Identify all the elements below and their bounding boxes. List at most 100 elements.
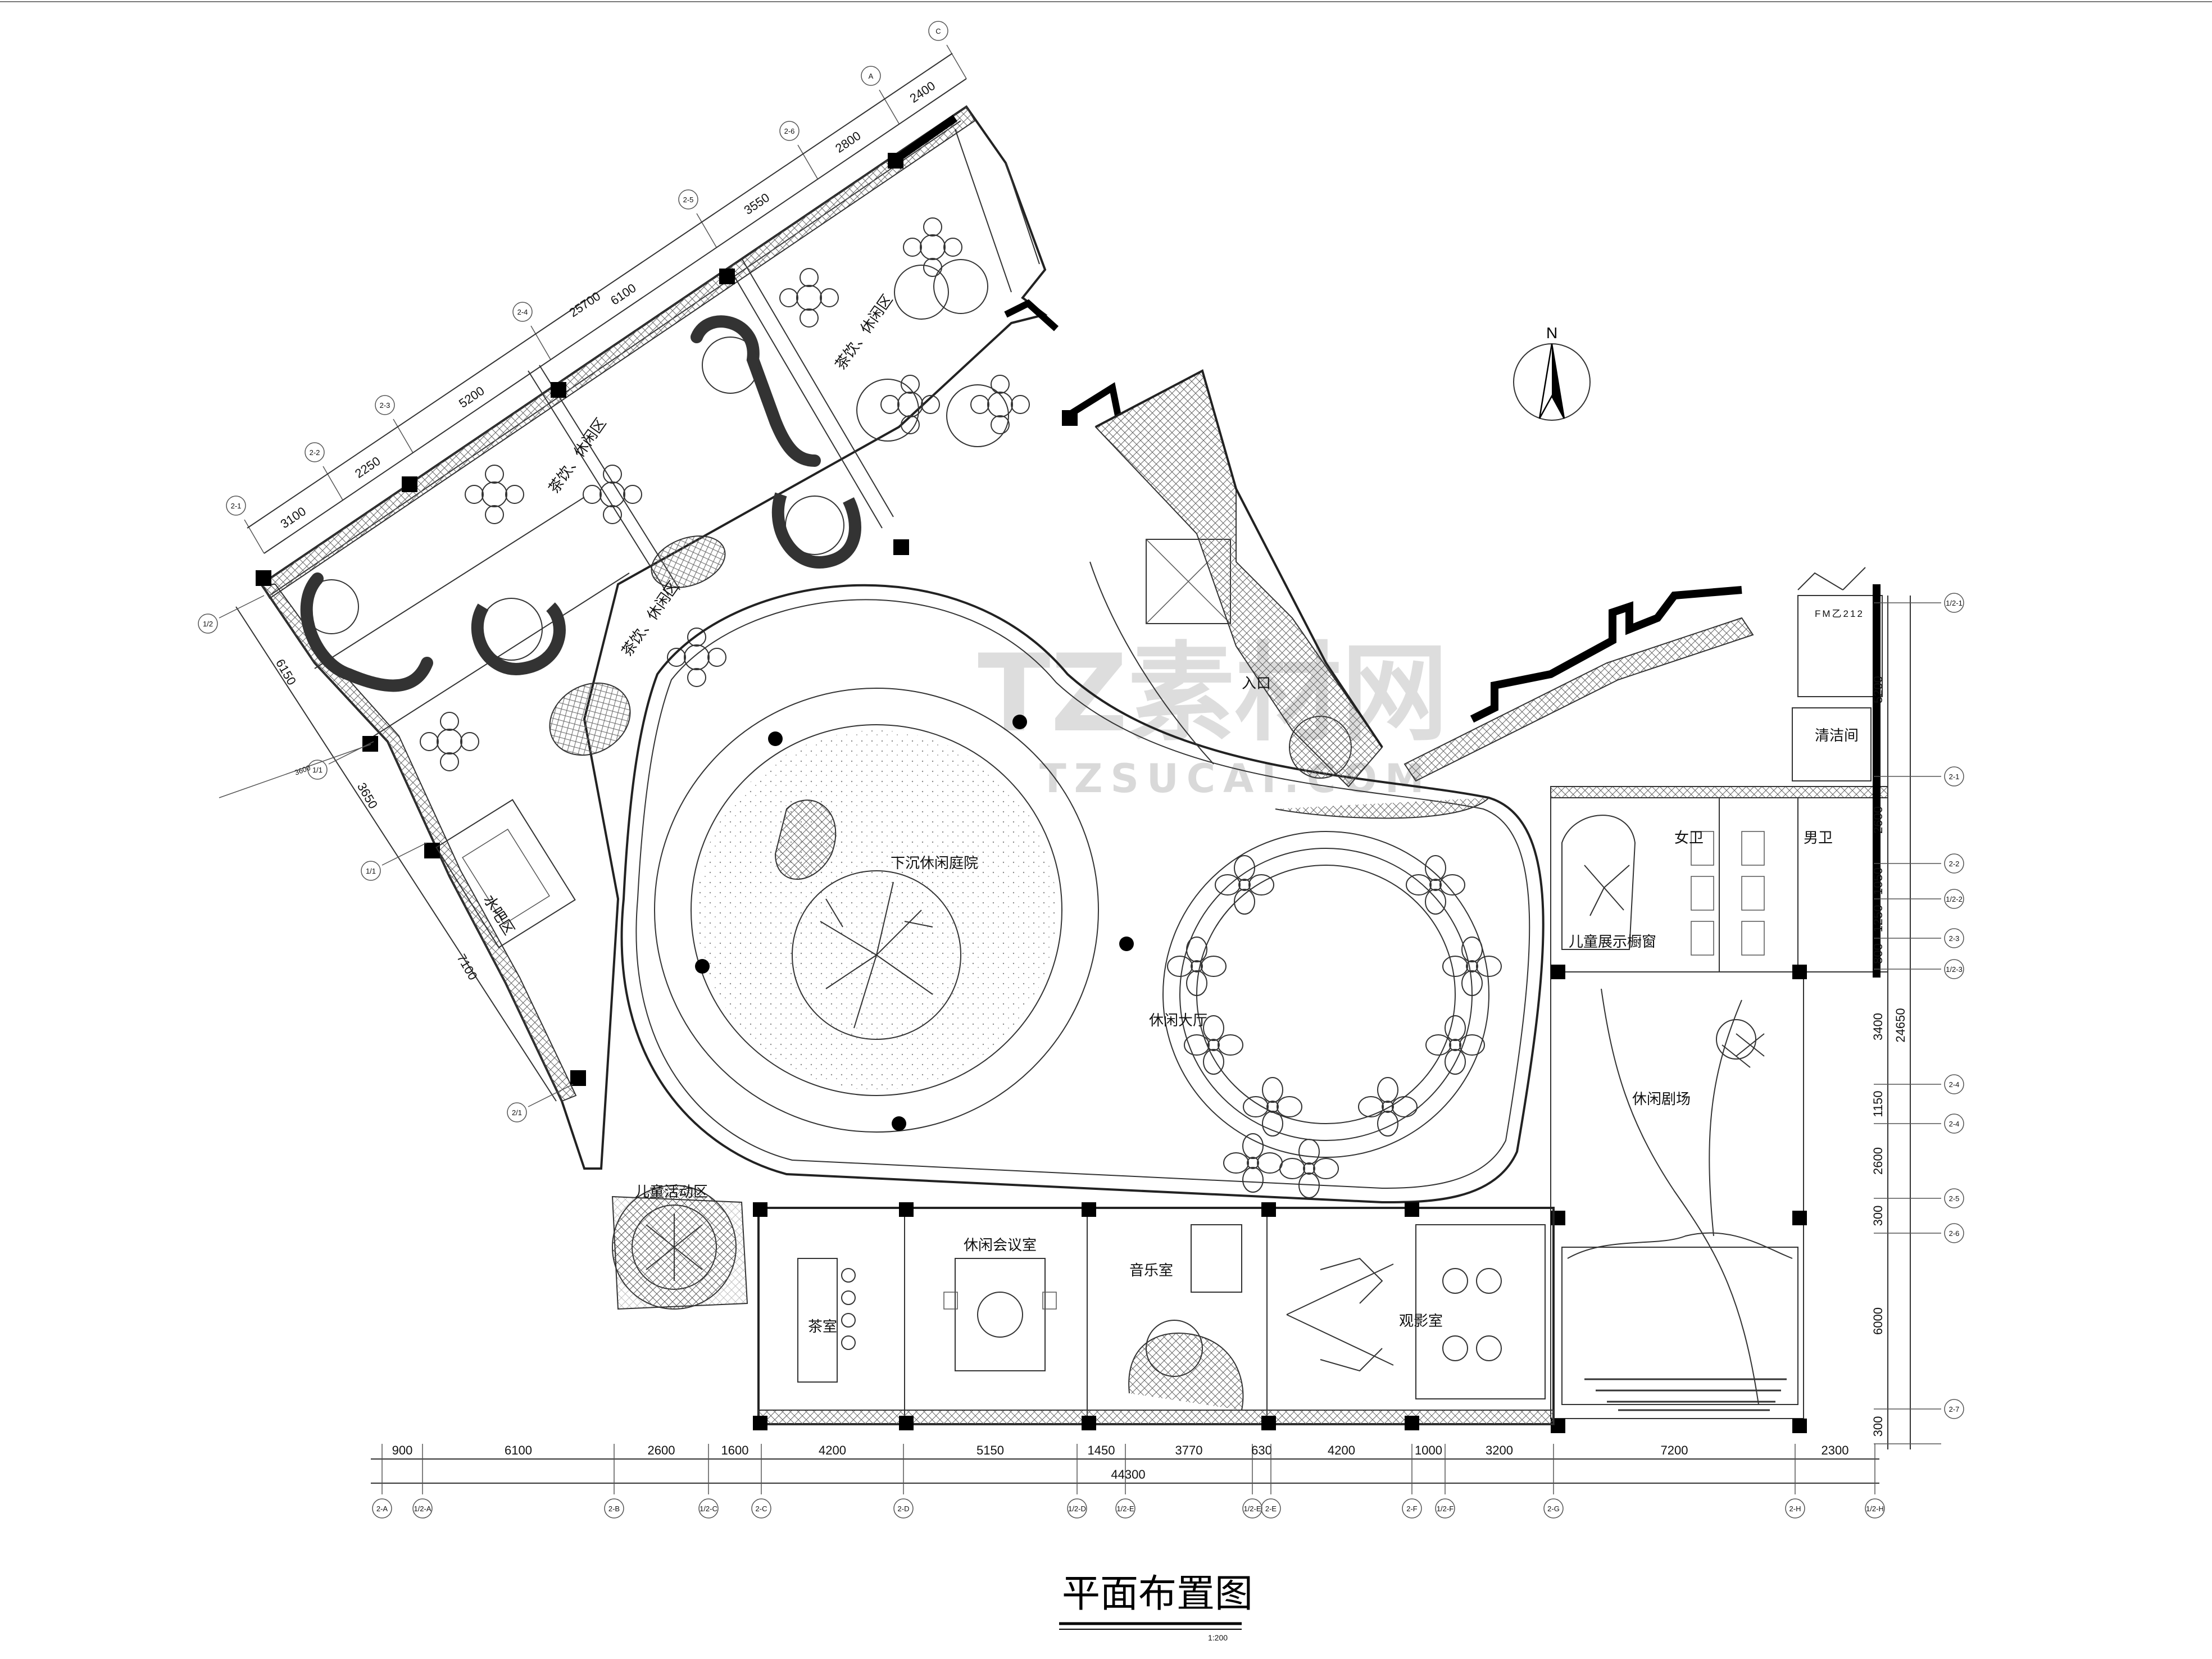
axis-left-0: 1/2 <box>203 620 213 628</box>
drawing-title: 平面布置图 <box>1062 1572 1253 1616</box>
axis-top-3: 2-4 <box>517 308 528 316</box>
axis-bottom-9-circle <box>1261 1498 1281 1519</box>
axis-bottom-9: 2-E <box>1265 1505 1277 1513</box>
axis-bottom-13-circle <box>1785 1498 1805 1519</box>
axis-left-2: 1/1 <box>366 867 376 875</box>
label-meeting-room: 休闲会议室 <box>964 1237 1037 1254</box>
axis-right-2-circle <box>1944 853 1964 874</box>
dim-right-total: 24650 <box>1893 1008 1907 1042</box>
dim-bottom-11: 3200 <box>1486 1443 1513 1457</box>
axis-bottom-14-circle <box>1865 1498 1885 1519</box>
axis-right-5: 1/2-3 <box>1946 965 1963 974</box>
axis-bottom-0-circle <box>372 1498 392 1519</box>
dim-right-5: 3400 <box>1871 1013 1885 1040</box>
watermark: TZ素材网 TZSUCAI.COM <box>978 631 1448 802</box>
axis-bottom-11-circle <box>1435 1498 1455 1519</box>
top-tick <box>530 325 551 360</box>
axis-bottom-14: 1/2-H <box>1866 1505 1884 1513</box>
label-tea-room: 茶室 <box>808 1319 837 1335</box>
axis-right-4-circle <box>1944 928 1964 948</box>
axis-top-3-circle <box>512 302 533 322</box>
top-tick <box>696 213 717 248</box>
north-label: N <box>1546 324 1557 342</box>
top-tick <box>244 519 265 554</box>
axis-right-9-circle <box>1944 1223 1964 1243</box>
dim-bottom-total: 44300 <box>1111 1467 1145 1481</box>
axis-left-3: 2/1 <box>512 1108 522 1117</box>
label-lounge-hall: 休闲大厅 <box>1149 1012 1207 1029</box>
axis-top-5-circle <box>779 121 800 141</box>
dim-bottom-4: 4200 <box>819 1443 846 1457</box>
dim-bottom-1: 6100 <box>505 1443 532 1457</box>
axis-top-0: 2-1 <box>231 502 242 510</box>
dim-bottom-2: 2600 <box>648 1443 675 1457</box>
dim-right-8: 300 <box>1871 1206 1885 1226</box>
axis-right-3-circle <box>1944 889 1964 909</box>
label-janitor: 清洁间 <box>1815 728 1859 744</box>
axis-right-7: 2-4 <box>1949 1120 1960 1128</box>
top-tick <box>393 419 414 453</box>
label-door-tag: FM乙212 <box>1815 608 1864 619</box>
axis-top-4: 2-5 <box>683 196 694 204</box>
northwest-wing <box>256 105 1121 1310</box>
axis-bottom-1: 1/2-A <box>414 1505 431 1513</box>
dim-left-0: 6150 <box>273 657 299 688</box>
axis-left-1-circle <box>307 760 328 780</box>
axis-top-4-circle <box>678 189 698 210</box>
axis-top-6: A <box>869 72 874 80</box>
axis-bottom-8: 1/2-E <box>1243 1505 1261 1513</box>
top-tick <box>323 466 343 501</box>
axis-bottom-3: 1/2-C <box>700 1505 717 1513</box>
north-arrow: N <box>1513 324 1591 421</box>
axis-top-0-circle <box>226 496 246 516</box>
left-small-line <box>219 744 371 798</box>
axis-right-0: 1/2-1 <box>1946 599 1963 607</box>
dim-left-small: 3600 <box>293 763 311 777</box>
axis-right-7-circle <box>1944 1113 1964 1134</box>
left-tick <box>528 1084 574 1107</box>
axis-bottom-10: 2-F <box>1406 1505 1418 1513</box>
top-dimension-line <box>264 78 967 554</box>
axis-right-5-circle <box>1944 959 1964 979</box>
axis-left-1: 1/1 <box>312 766 323 774</box>
dim-top-total: 25700 <box>566 289 603 320</box>
axis-bottom-1-circle <box>412 1498 433 1519</box>
axis-bottom-0: 2-A <box>376 1505 388 1513</box>
label-female-wc: 女卫 <box>1674 830 1704 847</box>
axis-right-0-circle <box>1944 593 1964 613</box>
drawing-scale: 1:200 <box>1208 1633 1228 1642</box>
dim-right-7: 2600 <box>1871 1147 1885 1175</box>
dim-right-1: 2600 <box>1871 806 1885 834</box>
axis-right-6: 2-4 <box>1949 1080 1960 1089</box>
label-screening-room: 观影室 <box>1399 1313 1443 1330</box>
dim-right-10: 300 <box>1871 1416 1885 1437</box>
axis-right-3: 1/2-2 <box>1946 895 1963 903</box>
label-kids-display: 儿童展示橱窗 <box>1569 934 1656 951</box>
axis-right-4: 2-3 <box>1949 934 1960 943</box>
left-tick <box>328 741 374 765</box>
dim-bottom-3: 1600 <box>721 1443 749 1457</box>
axis-right-10: 2-7 <box>1949 1405 1960 1413</box>
axis-top-2-circle <box>375 395 395 415</box>
left-dimension-line <box>235 606 557 1102</box>
label-leisure-theater: 休闲剧场 <box>1632 1091 1691 1108</box>
dim-bottom-12: 7200 <box>1661 1443 1688 1457</box>
axis-bottom-5-circle <box>893 1498 914 1519</box>
axis-right-1-circle <box>1944 766 1964 787</box>
dim-right-2: 1050 <box>1871 867 1885 895</box>
top-tick <box>946 44 967 79</box>
axis-bottom-7: 1/2-E <box>1116 1505 1134 1513</box>
label-entrance: 入口 <box>1242 675 1271 692</box>
dim-right-0: 5200 <box>1871 676 1885 703</box>
label-male-wc: 男卫 <box>1804 830 1833 847</box>
axis-right-9: 2-6 <box>1949 1229 1960 1238</box>
axis-bottom-8-circle <box>1242 1498 1262 1519</box>
dim-right-6: 1150 <box>1871 1090 1885 1117</box>
axis-bottom-6-circle <box>1067 1498 1087 1519</box>
east-block <box>1403 567 1888 1433</box>
axis-bottom-7-circle <box>1115 1498 1135 1519</box>
axis-bottom-13: 2-H <box>1789 1505 1801 1513</box>
top-tick <box>797 144 818 179</box>
dim-right-4: 800 <box>1871 943 1885 964</box>
